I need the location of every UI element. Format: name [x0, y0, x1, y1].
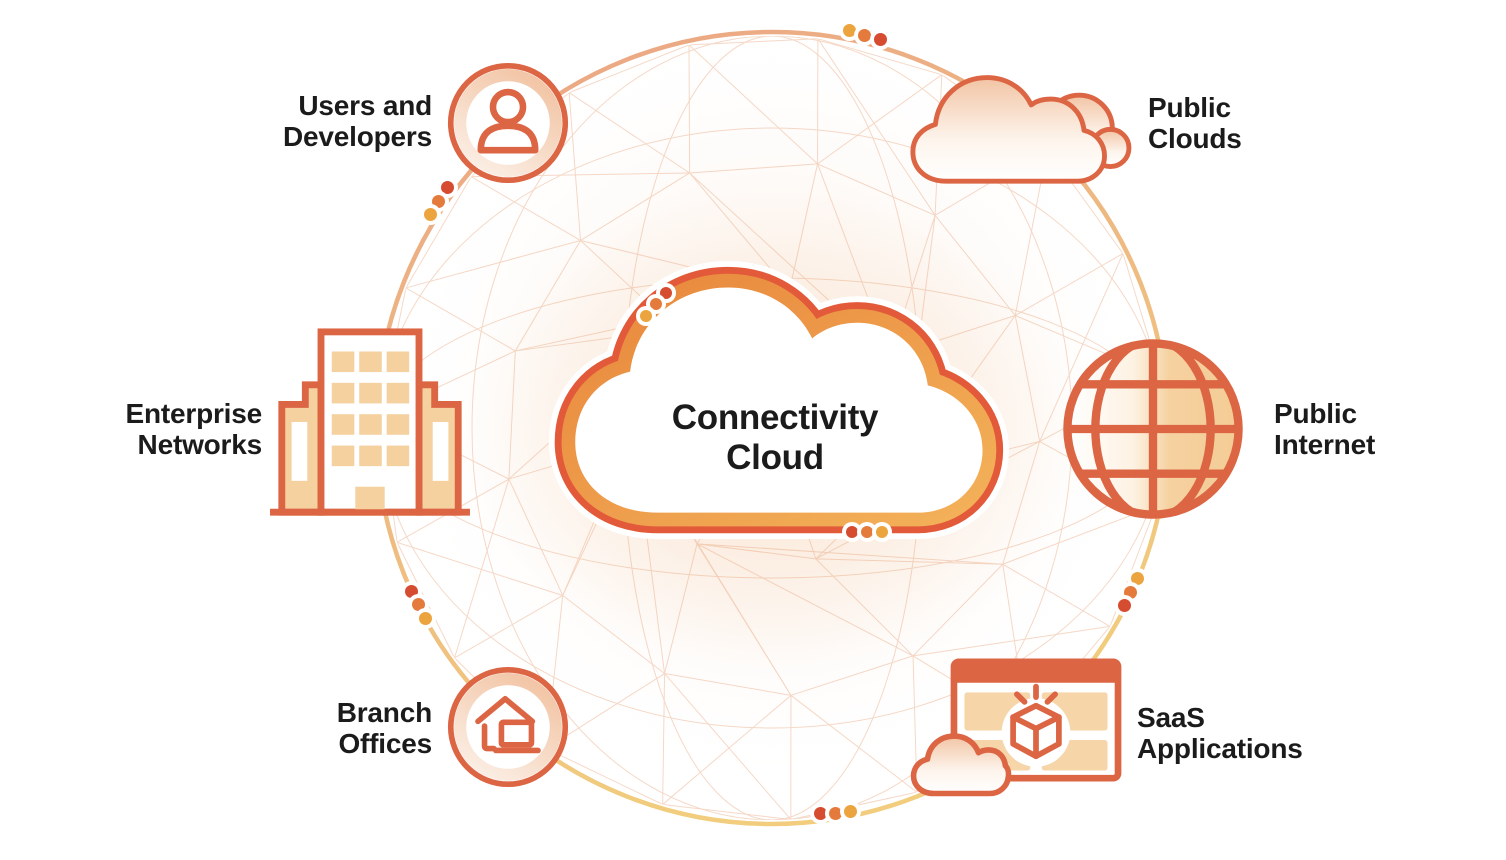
node-enterprise-label: Enterprise Networks — [100, 398, 263, 460]
dot — [441, 181, 454, 194]
label-line: Offices — [338, 728, 432, 759]
dot — [1118, 599, 1131, 612]
dot — [874, 33, 887, 46]
dot — [876, 526, 888, 538]
dot — [829, 807, 842, 820]
dot — [814, 807, 827, 820]
dot — [650, 298, 662, 310]
label-line: Internet — [1274, 429, 1376, 460]
dot — [1131, 572, 1144, 585]
label-line: Networks — [137, 429, 263, 460]
node-public-internet-label: Public Internet — [1274, 398, 1494, 460]
building-icon — [270, 328, 470, 516]
dot — [846, 526, 858, 538]
node-public-clouds-label: Public Clouds — [1148, 92, 1368, 154]
front-cloud — [910, 75, 1107, 184]
label-line: Public — [1274, 398, 1357, 429]
node-branch-label: Branch Offices — [230, 697, 432, 759]
box-icon — [1010, 683, 1062, 760]
clouds-icon — [910, 75, 1132, 184]
cloud-label-line2: Cloud — [726, 438, 824, 477]
dot — [405, 585, 418, 598]
label-line: Public — [1148, 92, 1231, 123]
label-line: SaaS — [1137, 702, 1205, 733]
node-users-label: Users and Developers — [230, 90, 432, 152]
label-line: Enterprise — [125, 398, 263, 429]
label-line: Clouds — [1148, 123, 1242, 154]
building-windows — [331, 351, 410, 510]
app-window-icon — [950, 658, 1122, 782]
connectivity-cloud-label: Connectivity Cloud — [540, 398, 1010, 478]
saas-cloud-icon — [910, 733, 1012, 797]
label-line: Developers — [283, 121, 432, 152]
cloud-label-line1: Connectivity — [671, 398, 879, 437]
label-line: Branch — [336, 697, 432, 728]
window-titlebar — [953, 661, 1119, 683]
building-door — [355, 486, 385, 510]
dot — [1124, 586, 1137, 599]
dot — [843, 24, 856, 37]
connectivity-cloud-icon — [548, 261, 1010, 540]
dot — [640, 310, 652, 322]
house-laptop-icon — [447, 666, 569, 788]
dot — [424, 208, 437, 221]
person-icon — [447, 62, 569, 184]
dot — [660, 287, 672, 299]
dot — [419, 612, 432, 625]
dot — [844, 805, 857, 818]
label-line: Applications — [1137, 733, 1303, 764]
node-saas-label: SaaS Applications — [1137, 702, 1397, 764]
dot — [432, 195, 445, 208]
dot — [858, 29, 871, 42]
dot — [412, 598, 425, 611]
label-line: Users and — [298, 90, 432, 121]
dot — [861, 526, 873, 538]
globe-icon — [1063, 339, 1243, 519]
